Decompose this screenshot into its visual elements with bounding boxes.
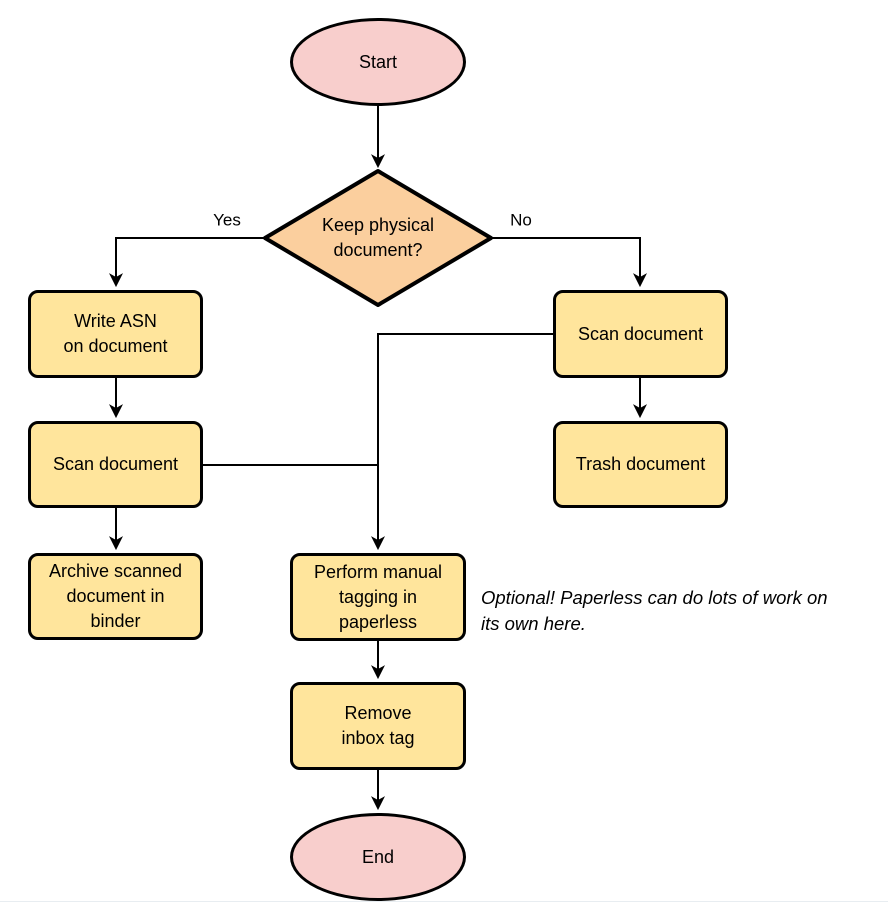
node-scan-document-right: Scan document [553, 290, 728, 378]
edge-decision-no-to-scan-right [490, 237, 647, 288]
node-archive-scanned-document: Archive scanned document in binder [28, 553, 203, 640]
edge-label-no: No [508, 210, 534, 230]
edge-label-yes: Yes [211, 210, 243, 230]
bottom-divider [0, 901, 888, 902]
node-perform-manual-tagging: Perform manual tagging in paperless [290, 553, 466, 641]
node-archive-label: Archive scanned document in binder [48, 561, 183, 631]
node-end: End [290, 813, 466, 901]
node-scan-document-right-label: Scan document [577, 323, 704, 344]
node-start: Start [290, 18, 466, 106]
node-scan-document-left-label: Scan document [52, 454, 179, 474]
node-start-label: Start [358, 51, 397, 72]
node-remove-inbox-tag-label: Remove inbox tag [341, 703, 415, 748]
node-trash-document: Trash document [553, 421, 728, 508]
node-end-label: End [361, 846, 395, 867]
node-write-asn-on-document: Write ASN on document [28, 290, 203, 378]
node-scan-document-left: Scan document [28, 421, 203, 508]
node-remove-inbox-tag: Remove inbox tag [290, 682, 466, 770]
node-decision-label: Keep physical document? [321, 215, 435, 260]
edge-decision-yes-to-write-asn [109, 237, 265, 288]
node-tagging-label: Perform manual tagging in paperless [313, 561, 443, 632]
node-trash-document-label: Trash document [575, 454, 706, 474]
edge-scan-right-to-tagging [371, 333, 553, 551]
optional-annotation: Optional! Paperless can do lots of work … [481, 587, 828, 634]
decision-diamond-shape [263, 169, 493, 307]
node-write-asn-label: Write ASN on document [63, 311, 168, 356]
